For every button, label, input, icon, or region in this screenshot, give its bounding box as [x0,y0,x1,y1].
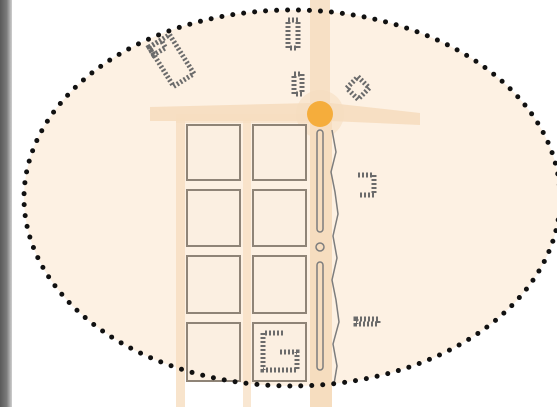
block-r4-c1 [187,323,240,381]
road-main-corridor [310,112,332,407]
block-r3-c1 [187,256,240,313]
orange-circle-node [307,101,333,127]
block-r2-c2 [253,190,306,246]
road-west-edge [176,118,185,407]
road-inner-column [243,118,251,407]
block-r3-c2 [253,256,306,313]
block-r1-c1 [187,125,240,180]
road-top-edge [176,114,310,123]
block-r2-c1 [187,190,240,246]
block-r1-c2 [253,125,306,180]
